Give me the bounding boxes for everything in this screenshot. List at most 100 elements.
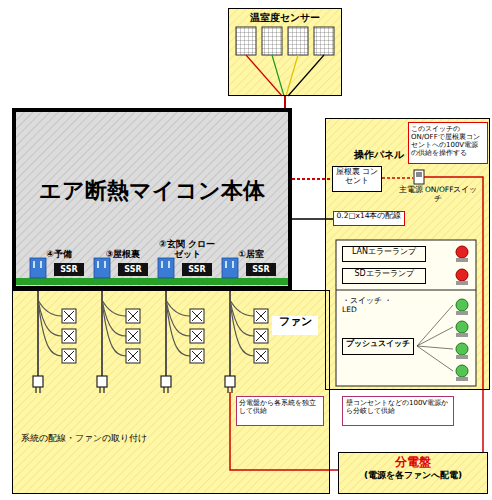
ssr-module: ④予備 SSR: [28, 216, 90, 278]
control-panel: 操作パネル屋根裏 コンセントこのスイッチのON/OFFで屋根裏コンセントへの10…: [325, 118, 490, 390]
power-cord: [166, 300, 190, 336]
power-cord: [102, 300, 126, 336]
plug-prong: [164, 387, 168, 393]
power-cord: [38, 300, 62, 356]
ssr-label: SSR: [246, 263, 275, 276]
fan-icon: [190, 329, 204, 343]
indicator-frame: [336, 240, 476, 386]
outlet-name: 屋根裏 コンセント: [333, 168, 381, 185]
terminal-block: [222, 258, 238, 278]
fan-icon: [254, 329, 268, 343]
power-cord: [165, 290, 167, 300]
channel-name: ②玄関 クローゼット: [156, 239, 218, 260]
sensor-wire: [272, 55, 284, 96]
wire-connector: [292, 218, 333, 220]
fan-icon: [254, 349, 268, 363]
box-fill: [332, 166, 382, 192]
power-cord: [230, 300, 254, 356]
switch-caption: 主電源 ON/OFFスイッチ: [398, 186, 478, 203]
switch-label: プッシュスイッチ: [342, 338, 414, 355]
leader-line: [417, 305, 453, 346]
callout-text: 壁コンセントなどの100V電源から分岐して供給: [346, 399, 450, 415]
ssr-label: SSR: [118, 263, 147, 276]
plug-prong: [100, 387, 104, 393]
box-fill: [12, 108, 292, 290]
fan-blade: [256, 331, 266, 341]
callout-box: 分電盤から各系統を独立して供給: [236, 396, 324, 426]
fan-blade: [64, 311, 74, 321]
controller-box: エア断熱マイコン本体④予備SSR③屋根裏SSR②玄関 クローゼットSSR①居室S…: [12, 108, 292, 290]
power-cord: [102, 300, 126, 356]
lamp-base: [456, 311, 468, 315]
box-fill: [272, 316, 318, 335]
fan-icon: [190, 349, 204, 363]
wire-connector: [292, 178, 332, 180]
outlet-box: 屋根裏 コンセント: [332, 166, 382, 192]
error-lamp: [456, 269, 468, 281]
power-cord: [229, 300, 231, 376]
power-cord: [230, 300, 254, 336]
terminal-slot: [98, 261, 105, 268]
wiring-text: 0.2□x14本の配線: [334, 212, 404, 221]
terminal-slot: [162, 261, 169, 268]
terminal-block: [30, 258, 46, 278]
power-cord: [37, 300, 39, 376]
sensor-icon: [236, 27, 256, 55]
ssr-module: ③屋根裏 SSR: [92, 216, 154, 278]
part-list: ・スイッチ ・LED: [342, 297, 400, 314]
fan-blade: [256, 311, 266, 321]
fan-label: ファン: [272, 316, 318, 335]
fan-icon: [126, 329, 140, 343]
main-switch: [414, 170, 424, 184]
sensor-icon: [288, 27, 308, 55]
box-fill: [12, 290, 330, 494]
power-cord: [101, 290, 103, 300]
fan-blade: [128, 311, 138, 321]
wiring-tag: 0.2□x14本の配線: [333, 211, 405, 226]
power-cord: [229, 290, 231, 300]
leader-line: [417, 327, 453, 346]
switch-name: プッシュスイッチ: [343, 339, 413, 348]
push-switch-led: [456, 299, 468, 311]
fan-icon: [126, 309, 140, 323]
lamp-name: SDエラーランプ: [343, 269, 425, 278]
channel-name: ④予備: [46, 249, 72, 259]
box-fill: [228, 8, 342, 96]
lamp-base: [456, 377, 468, 381]
box-fill: [333, 211, 405, 226]
main-title: エア断熱マイコン本体: [16, 178, 288, 203]
frame-divider: [336, 290, 476, 291]
lamp-base: [456, 281, 468, 285]
terminal-slot: [226, 261, 233, 268]
lamp-label: SDエラーランプ: [342, 268, 426, 284]
ssr-label: SSR: [182, 263, 211, 276]
box-fill: [338, 452, 488, 494]
supply-line: [230, 392, 330, 470]
callout-text: 分電盤から各系統を独立して供給: [239, 399, 321, 415]
note-text: このスイッチのON/OFFで屋根裏コンセントへの100V電源の供給を操作する: [411, 125, 485, 157]
push-switch-led: [456, 343, 468, 355]
lamp-base: [456, 333, 468, 337]
channel-name: ③屋根裏: [106, 249, 141, 259]
ssr-label: SSR: [54, 263, 83, 276]
wire-connector: [482, 390, 484, 452]
push-switch-led: [456, 321, 468, 333]
power-cord: [166, 300, 190, 356]
leader-line: [417, 346, 453, 349]
board-note: (電源を各ファンへ配電): [339, 470, 487, 480]
fan-blade: [192, 311, 202, 321]
fan-icon: [126, 349, 140, 363]
sensor-icon: [314, 27, 334, 55]
plug: [161, 376, 171, 387]
box-fill: [236, 396, 324, 426]
fan-blade: [256, 351, 266, 361]
fan-icon: [62, 349, 76, 363]
lamp-name: LANエラーランプ: [343, 247, 425, 256]
switch-lever: [416, 172, 422, 177]
fan-icon: [254, 309, 268, 323]
power-cord: [38, 300, 62, 336]
fan-system-area: 系統の配線・ファンの取り付けファン分電盤から各系統を独立して供給: [12, 290, 330, 494]
box-fill: [325, 118, 490, 390]
